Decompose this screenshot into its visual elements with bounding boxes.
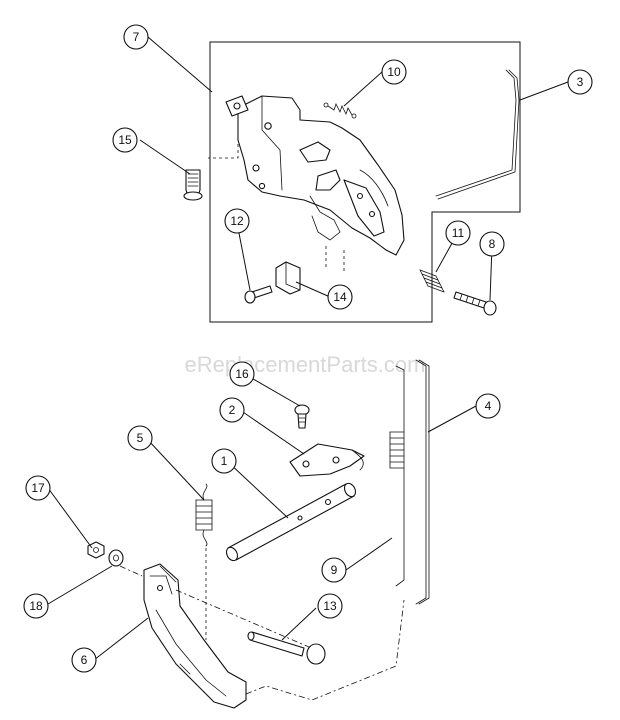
svg-text:1: 1 — [221, 454, 228, 468]
callout-13: 13 — [317, 593, 343, 619]
wire-rod-part — [435, 69, 520, 200]
callout-5: 5 — [127, 425, 153, 451]
leader-5 — [147, 439, 205, 501]
leader-9 — [345, 537, 393, 571]
svg-text:14: 14 — [333, 290, 347, 304]
pedal-dash-line — [175, 589, 317, 651]
leader-12 — [237, 227, 251, 291]
callout-9: 9 — [321, 557, 347, 583]
callout-18: 18 — [23, 593, 49, 619]
screw-part — [244, 285, 273, 304]
leader-6 — [93, 617, 149, 661]
small-spring-part — [323, 102, 357, 119]
svg-text:3: 3 — [577, 75, 584, 89]
plate-part — [289, 443, 365, 477]
callout-4: 4 — [475, 393, 501, 419]
rod-dash-line — [245, 599, 405, 701]
callout-17: 17 — [25, 475, 51, 501]
clip-part — [275, 261, 301, 295]
svg-text:17: 17 — [31, 481, 45, 495]
leader-17 — [47, 487, 93, 549]
inset-box — [209, 41, 521, 323]
leader-3 — [519, 81, 569, 101]
callout-7: 7 — [123, 24, 149, 50]
svg-text:11: 11 — [452, 226, 465, 240]
callout-16: 16 — [229, 361, 255, 387]
svg-text:12: 12 — [230, 214, 244, 228]
callout-11: 11 — [445, 220, 471, 246]
leader-16 — [247, 375, 301, 407]
leader-7 — [147, 36, 213, 93]
leader-4 — [427, 405, 477, 433]
nut-part — [87, 541, 105, 559]
svg-text:8: 8 — [489, 237, 496, 251]
callout-8: 8 — [479, 231, 505, 257]
callout-1: 1 — [211, 448, 237, 474]
svg-text:16: 16 — [235, 367, 249, 381]
svg-text:18: 18 — [29, 599, 43, 613]
long-rod-part — [415, 359, 430, 605]
svg-text:13: 13 — [323, 599, 337, 613]
callout-14: 14 — [327, 284, 353, 310]
svg-text:6: 6 — [81, 653, 88, 667]
svg-text:2: 2 — [229, 403, 236, 417]
svg-text:4: 4 — [485, 399, 492, 413]
small-screw-part — [294, 404, 310, 429]
leader-18 — [47, 565, 113, 605]
callout-2: 2 — [219, 397, 245, 423]
callout-15: 15 — [112, 127, 138, 153]
spring-part — [419, 269, 445, 293]
long-screw-part — [453, 291, 497, 316]
washer-part — [108, 549, 124, 567]
svg-text:5: 5 — [137, 431, 144, 445]
leader-10 — [343, 71, 383, 107]
leader-2 — [239, 409, 305, 455]
leader-14 — [295, 281, 331, 298]
svg-text:10: 10 — [387, 65, 401, 79]
control-bracket-part — [225, 95, 405, 256]
callout-6: 6 — [71, 647, 97, 673]
leader-1 — [227, 461, 289, 519]
spring-rod-part — [389, 365, 405, 587]
callout-3: 3 — [567, 69, 593, 95]
leader-13 — [281, 607, 317, 641]
svg-text:7: 7 — [133, 30, 140, 44]
callout-10: 10 — [381, 59, 407, 85]
bracket-dash-line-lower — [325, 246, 345, 272]
callout-12: 12 — [224, 208, 250, 234]
bolt-part — [183, 169, 203, 201]
leader-15 — [139, 139, 191, 175]
washer-dash-line — [119, 565, 143, 577]
clevis-pin-part — [247, 631, 326, 665]
bracket-dash-line — [208, 120, 239, 159]
shaft-part — [225, 482, 357, 562]
pedal-lever-part — [143, 563, 247, 709]
svg-text:9: 9 — [331, 563, 338, 577]
watermark-text: eReplacementParts.com — [185, 352, 426, 377]
svg-text:15: 15 — [118, 133, 132, 147]
